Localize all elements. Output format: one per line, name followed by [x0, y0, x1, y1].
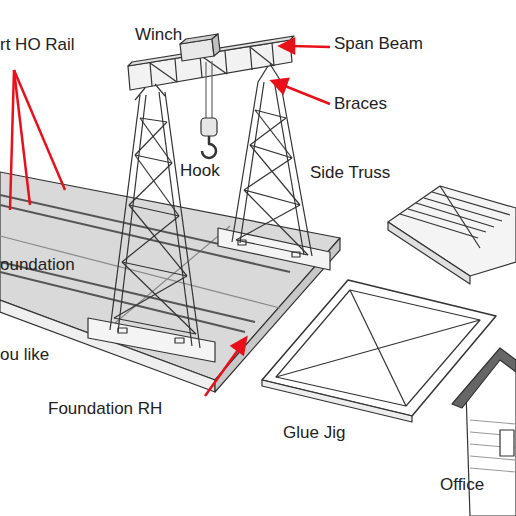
arrow-head [272, 79, 288, 93]
rail [0, 272, 245, 332]
part-label: Hook [180, 162, 220, 181]
span-beam [128, 36, 294, 90]
footing-detail [118, 328, 127, 333]
roof-section [388, 186, 516, 284]
leader-line [10, 70, 14, 210]
callout-arrows [10, 39, 330, 396]
part-label: Glue Jig [283, 424, 345, 443]
part-label: oundation [0, 256, 75, 275]
part-label: Span Beam [334, 35, 423, 54]
part-label: Braces [334, 95, 387, 114]
braces [135, 64, 280, 100]
arrow-head [280, 39, 294, 53]
part-label: ou like [0, 346, 49, 365]
part-label: Winch [135, 26, 182, 45]
winch [180, 34, 220, 61]
leader-line [285, 86, 330, 104]
footing-detail [175, 338, 184, 343]
leader-line [205, 350, 238, 396]
part-label: Office [440, 476, 484, 495]
side-truss [110, 92, 200, 348]
part-label: Foundation RH [48, 400, 162, 419]
leader-line [292, 46, 330, 47]
hook [201, 61, 217, 158]
foundation-front [0, 300, 215, 392]
part-label: rt HO Rail [0, 36, 75, 55]
part-label: Side Truss [310, 164, 390, 183]
truss-footing [218, 228, 330, 270]
truss-footing [88, 318, 215, 362]
leader-line [14, 70, 65, 190]
arrow-head [232, 338, 246, 354]
side-truss [232, 80, 312, 256]
